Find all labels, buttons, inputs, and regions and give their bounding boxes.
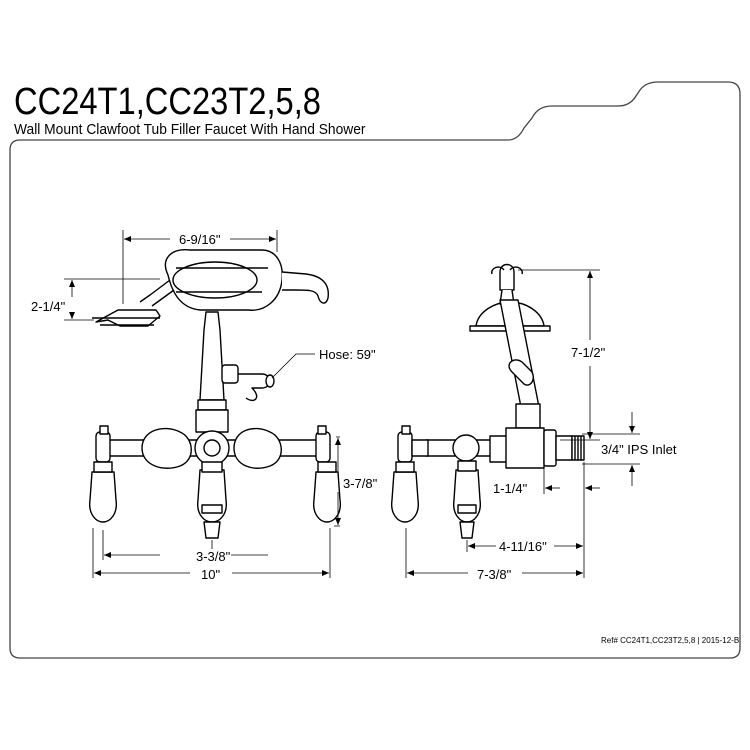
front-view-dimensions bbox=[64, 230, 341, 578]
dim-spout-projection: 4-11/16" bbox=[498, 539, 548, 554]
dim-hose-length: Hose: 59" bbox=[318, 347, 377, 362]
dim-overall-depth: 7-3/8" bbox=[476, 567, 513, 582]
dim-center-spacing: 3-3/8" bbox=[195, 549, 232, 564]
dim-ips-inlet: 3/4" IPS Inlet bbox=[600, 442, 678, 457]
dim-handshower-width: 6-9/16" bbox=[178, 232, 222, 247]
side-view-drawing bbox=[390, 263, 585, 539]
dim-handshower-height: 2-1/4" bbox=[30, 299, 67, 314]
dim-overall-width: 10" bbox=[200, 567, 222, 582]
front-view-drawing bbox=[88, 249, 342, 539]
sheet-frame bbox=[9, 81, 741, 659]
side-view-dimensions bbox=[405, 269, 640, 578]
reference-code: Ref# CC24T1,CC23T2,5,8 | 2015-12-B bbox=[601, 636, 740, 645]
dim-overall-height: 7-1/2" bbox=[570, 345, 607, 360]
dim-handle-height: 3-7/8" bbox=[342, 476, 379, 491]
product-description: Wall Mount Clawfoot Tub Filler Faucet Wi… bbox=[14, 121, 366, 138]
model-number-title: CC24T1,CC23T2,5,8 bbox=[14, 81, 321, 123]
dim-inlet-depth: 1-1/4" bbox=[492, 481, 529, 496]
